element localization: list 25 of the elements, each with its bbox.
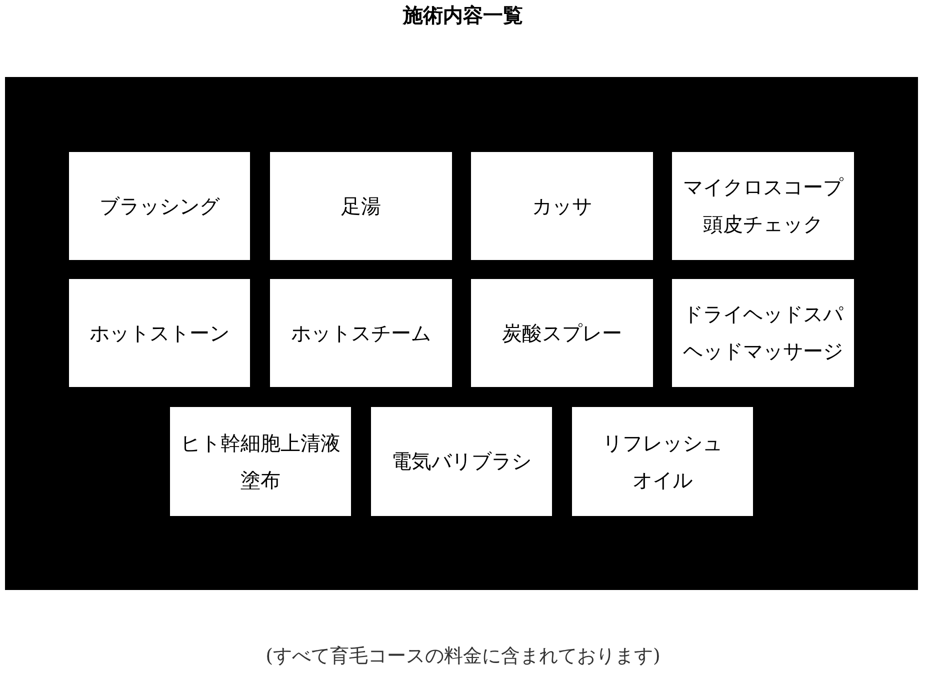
menu-card (672, 152, 854, 260)
menu-card (371, 407, 552, 516)
panel-background (5, 77, 918, 590)
menu-card (471, 279, 653, 387)
menu-item-text: ホットストーン (90, 320, 230, 346)
menu-item-text: リフレッシュオイル (602, 430, 724, 494)
page-title: 施術内容一覧 (403, 2, 523, 28)
menu-item-text: ドライヘッドスパヘッドマッサージ (682, 301, 844, 365)
menu-item-text: ホットスチーム (291, 320, 431, 346)
menu-card (270, 152, 452, 260)
menu-item-text: 電気バリブラシ (392, 448, 532, 475)
menu-item-text: ヒト幹細胞上清液塗布 (180, 430, 342, 494)
menu-card (170, 407, 351, 516)
menu-item-text: 足湯 (341, 192, 381, 220)
menu-card (69, 279, 250, 387)
menu-card (69, 152, 250, 260)
menu-card (572, 407, 753, 516)
menu-item-text: カッサ (532, 192, 592, 220)
menu-card (270, 279, 452, 387)
menu-card (672, 279, 854, 387)
menu-card (471, 152, 653, 260)
caption: (すべて育毛コースの料金に含まれております) (266, 644, 660, 669)
menu-item-text: マイクロスコープ頭皮チェック (682, 174, 844, 238)
menu-item-text: 炭酸スプレー (502, 320, 622, 346)
menu-item-text: ブラッシング (100, 192, 220, 220)
